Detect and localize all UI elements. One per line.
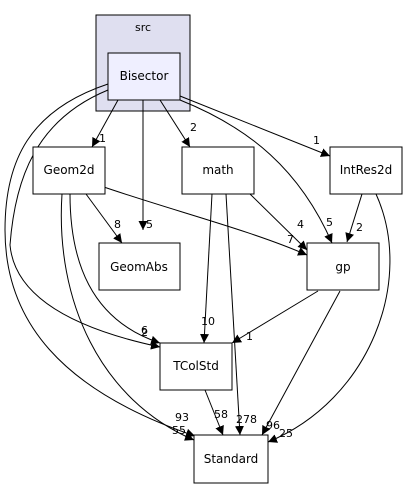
edge-math-standard (225, 193, 244, 436)
node-standard-label[interactable]: Standard (204, 452, 259, 466)
edge-label-bisector-geomabs[interactable]: 5 (146, 218, 153, 231)
edge-gp-standard (261, 290, 341, 436)
edge-labels: 1 2 1 5 5 8 7 4 2 10 6 2 1 93 55 58 278 … (99, 121, 363, 440)
node-bisector-label[interactable]: Bisector (120, 69, 169, 83)
node-tcolstd[interactable]: TColStd (159, 342, 233, 391)
node-intres2d[interactable]: IntRes2d (329, 146, 403, 195)
edges (4, 83, 391, 443)
edge-geom2d-tcolstd (69, 193, 161, 345)
node-tcolstd-box[interactable] (159, 342, 233, 391)
edge-label-bisector-standard[interactable]: 55 (172, 424, 186, 437)
node-geomabs-box[interactable] (98, 242, 181, 291)
edge-label-math-gp[interactable]: 4 (297, 218, 304, 231)
node-geomabs-label[interactable]: GeomAbs (110, 260, 168, 274)
node-gp-box[interactable] (306, 242, 380, 291)
edge-label-bisector-math[interactable]: 2 (190, 121, 197, 134)
edge-geom2d-standard (60, 193, 195, 441)
nodes: Bisector Geom2d math IntRes2d GeomAbs gp… (32, 52, 403, 484)
node-geom2d[interactable]: Geom2d (32, 146, 106, 195)
node-standard-box[interactable] (193, 434, 269, 484)
edge-math-tcolstd (199, 193, 213, 344)
edge-intres2d-standard (267, 193, 391, 443)
edge-label-intres2d-standard[interactable]: 25 (279, 427, 293, 440)
edge-label-bisector-geom2d[interactable]: 1 (99, 132, 106, 145)
edge-label-gp-standard[interactable]: 96 (266, 419, 280, 432)
edge-label-geom2d-tcolstd[interactable]: 2 (141, 326, 148, 339)
edge-math-gp (249, 193, 308, 251)
edge-bisector-math (159, 99, 191, 148)
edge-label-intres2d-gp[interactable]: 2 (356, 221, 363, 234)
edge-label-bisector-intres2d[interactable]: 1 (313, 134, 320, 147)
node-geom2d-label[interactable]: Geom2d (44, 163, 95, 177)
edge-label-tcolstd-standard[interactable]: 58 (214, 408, 228, 421)
edge-label-geom2d-standard[interactable]: 93 (175, 411, 189, 424)
edge-label-gp-tcolstd[interactable]: 1 (246, 330, 253, 343)
edge-bisector-gp (179, 99, 333, 244)
node-geom2d-box[interactable] (32, 146, 106, 195)
node-gp[interactable]: gp (306, 242, 380, 291)
edge-geom2d-geomabs (85, 193, 123, 244)
node-math-box[interactable] (181, 146, 255, 195)
cluster-src-label: src (135, 21, 151, 34)
edge-bisector-standard (4, 83, 196, 438)
node-bisector[interactable]: Bisector (107, 52, 181, 101)
edge-tcolstd-standard (204, 389, 224, 436)
edge-label-geom2d-gp[interactable]: 7 (287, 233, 294, 246)
node-standard[interactable]: Standard (193, 434, 269, 484)
edge-label-math-standard[interactable]: 278 (236, 413, 257, 426)
node-tcolstd-label[interactable]: TColStd (172, 359, 219, 373)
edge-intres2d-gp (345, 193, 363, 243)
node-geomabs[interactable]: GeomAbs (98, 242, 181, 291)
edge-label-geom2d-geomabs[interactable]: 8 (114, 218, 121, 231)
edge-label-bisector-gp[interactable]: 5 (326, 216, 333, 229)
edge-geom2d-gp (97, 184, 308, 256)
node-bisector-box[interactable] (107, 52, 181, 101)
node-math-label[interactable]: math (202, 163, 233, 177)
node-gp-label[interactable]: gp (335, 260, 350, 274)
edge-bisector-intres2d (179, 95, 331, 157)
edge-bisector-geom2d (91, 99, 119, 148)
edge-gp-tcolstd (231, 290, 319, 344)
edge-bisector-tcolstd (9, 89, 161, 350)
edge-label-math-tcolstd[interactable]: 10 (201, 315, 215, 328)
node-math[interactable]: math (181, 146, 255, 195)
node-intres2d-label[interactable]: IntRes2d (340, 163, 393, 177)
edge-label-bisector-tcolstd[interactable]: 6 (141, 324, 148, 337)
node-intres2d-box[interactable] (329, 146, 403, 195)
